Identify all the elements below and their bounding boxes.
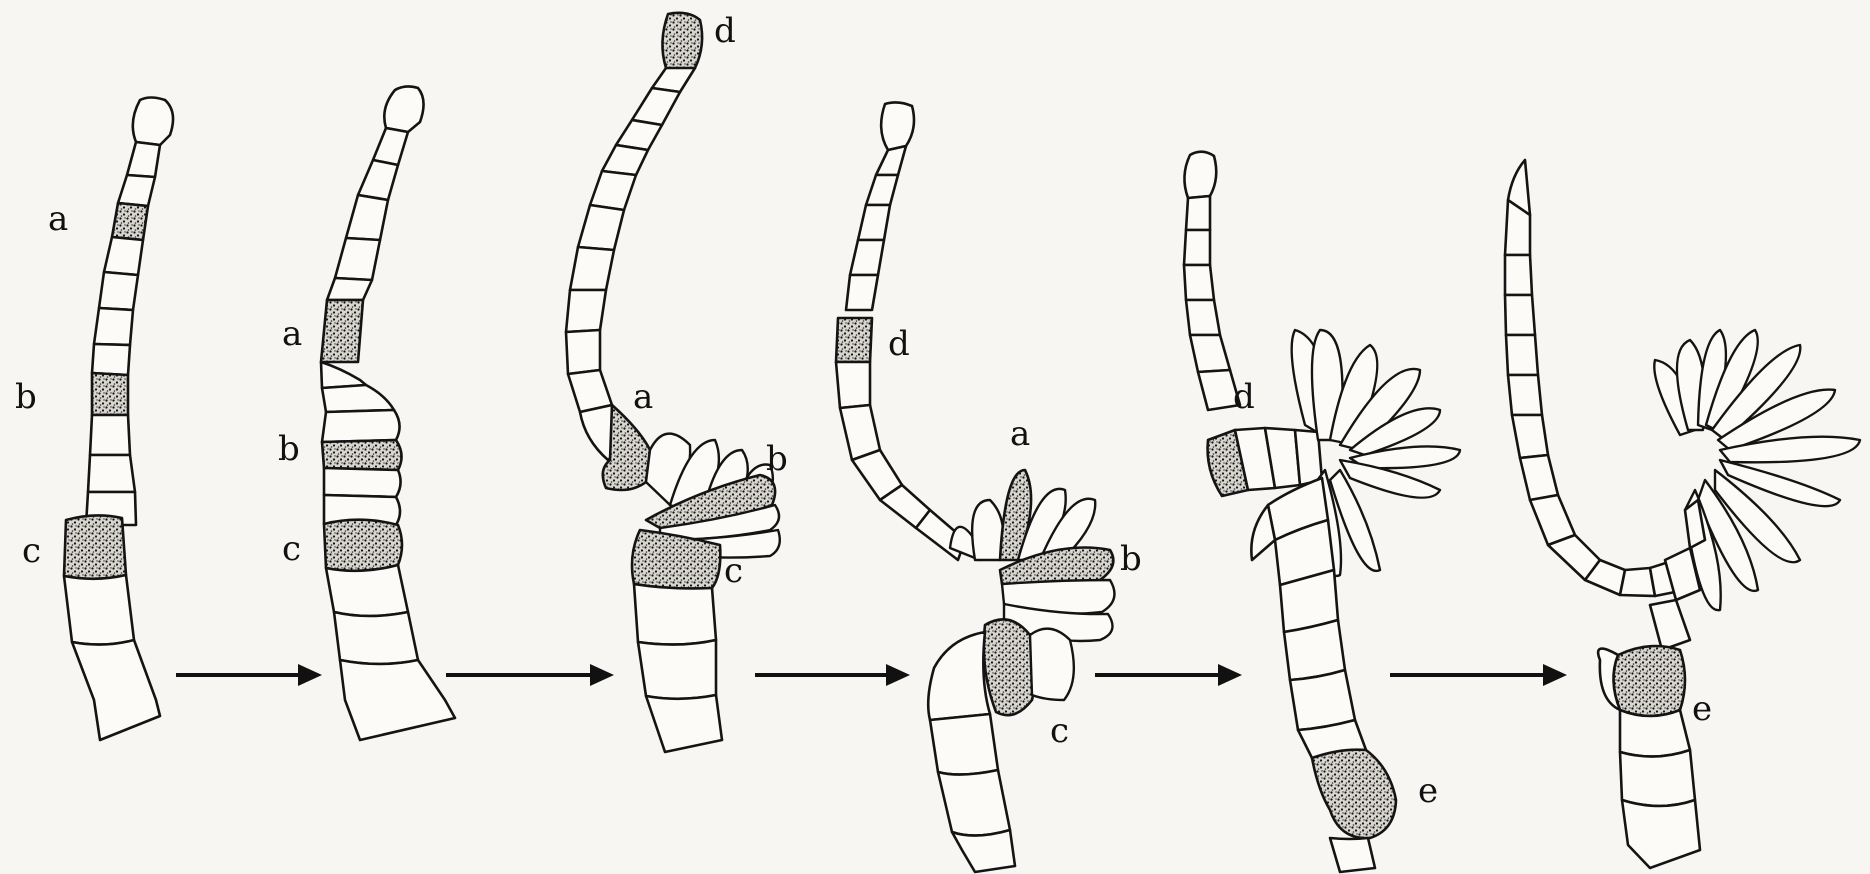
label-a: a [633, 377, 653, 417]
stippled-cell [1312, 750, 1396, 838]
stippled-cell [92, 373, 128, 415]
label-b: b [15, 377, 37, 417]
stage-1: a b c [15, 98, 173, 741]
stippled-cell [662, 13, 702, 72]
stippled-cell [836, 318, 872, 362]
stage-4: d a b c [836, 102, 1142, 872]
label-b: b [766, 439, 788, 479]
label-d: d [714, 11, 736, 51]
stippled-cell [321, 300, 363, 362]
label-d: d [1233, 377, 1255, 417]
stippled-cell [1613, 646, 1685, 716]
label-a: a [48, 199, 68, 239]
label-e: e [1418, 771, 1438, 811]
arrow-5 [1390, 664, 1567, 686]
label-e: e [1692, 689, 1712, 729]
label-b: b [278, 429, 300, 469]
arrow-2 [446, 664, 614, 686]
stippled-cell [112, 203, 148, 240]
arrow-4 [1095, 664, 1242, 686]
stippled-cell [324, 520, 402, 571]
stippled-cell [984, 619, 1036, 715]
stage-2: a b c [278, 86, 455, 740]
arrow-1 [176, 664, 322, 686]
label-a: a [282, 314, 302, 354]
label-c: c [1050, 711, 1069, 751]
label-b: b [1120, 539, 1142, 579]
label-c: c [22, 531, 41, 571]
label-c: c [724, 551, 743, 591]
stage-6: e [1505, 160, 1860, 868]
arrow-3 [755, 664, 910, 686]
stage-5: d e [1184, 152, 1460, 872]
stippled-cell [64, 515, 126, 578]
label-a: a [1010, 414, 1030, 454]
stage-3: d a b c [566, 11, 788, 752]
stippled-cell [322, 440, 402, 470]
label-c: c [282, 529, 301, 569]
label-d: d [888, 324, 910, 364]
